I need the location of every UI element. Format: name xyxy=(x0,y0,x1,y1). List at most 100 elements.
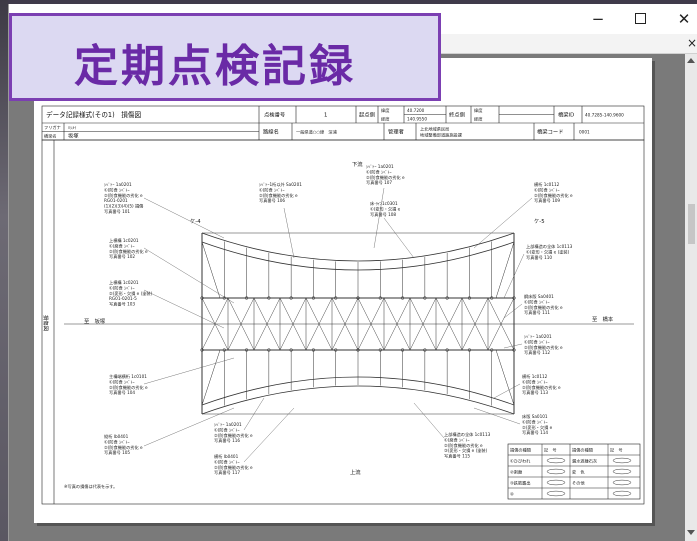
code: 0001 xyxy=(579,130,590,135)
legend-header: 損傷の種類 xyxy=(510,447,532,454)
note-center-line: 写真番号 108 xyxy=(370,211,396,218)
note-left-line: ②)変形・欠損 e (塗装) xyxy=(109,290,153,297)
close-button[interactable]: ✕ xyxy=(677,10,691,28)
furigana-label: フリガナ xyxy=(44,124,61,131)
note-center-line: 床-ﾗｲﾝ1c0301 xyxy=(370,200,398,207)
desktop-background xyxy=(0,0,697,4)
member-g5: ケ-5 xyxy=(534,218,545,225)
note-right-line: 写真番号 109 xyxy=(534,197,560,204)
note-right-line: 写真番号 110 xyxy=(526,254,552,261)
start-lon-label: 経度 xyxy=(381,116,390,123)
note-right-line: ①)防食 ｼﾍﾞﾄｰ xyxy=(522,418,548,425)
note-right-line: 写真番号 114 xyxy=(522,429,548,436)
side-label: 損傷図 xyxy=(42,315,50,331)
note-bottom-line: ②)防食機能の劣化 e xyxy=(214,432,253,439)
damage-legend: 損傷の種類記 号損傷の種類記 号①ひびわれ漏水遊離石灰②剥離変 色③鉄筋露出その… xyxy=(507,443,641,500)
bridge-no-value: 1 xyxy=(324,113,327,119)
note-right-line: ｼﾍﾞﾄｰ 1a0201 xyxy=(524,334,552,339)
note-bottom-line: ①)防食 ｼﾍﾞﾄｰ xyxy=(214,458,240,465)
note-right-line: ②)防食機能の劣化 e xyxy=(524,304,563,311)
note-left-line: 上横構 1c0201 xyxy=(109,237,139,244)
note-center-line: ①)防食 ｼﾍﾞﾄｰ xyxy=(259,186,285,193)
legend-cell: ③鉄筋露出 xyxy=(510,480,531,487)
note-left-line: 主構端横桁 1c0101 xyxy=(109,373,147,380)
bridge-id-label: 橋梁ID xyxy=(558,111,574,119)
note-right-line: 写真番号 111 xyxy=(524,309,550,316)
legend-cell: 変 色 xyxy=(572,469,585,476)
note-right-line: 写真番号 112 xyxy=(524,349,550,356)
note-left-line: 縦桁 Ib0401 xyxy=(104,433,129,440)
note-right-line: 横桁 1c0112 xyxy=(522,373,548,380)
vertical-scrollbar[interactable] xyxy=(685,54,697,541)
note-left-line: 写真番号 101 xyxy=(104,208,130,215)
note-bottom-line: ①)防食 ｼﾍﾞﾄｰ xyxy=(214,426,240,433)
note-left-line: ①)腐食 ｼﾍﾞﾄｰ xyxy=(109,242,135,249)
note-right-line: ②)防食機能の劣化 e xyxy=(522,384,561,391)
note-left-line: ①)防食 ｼﾍﾞﾄｰ xyxy=(109,378,135,385)
note-right-line: 横桁 1c0112 xyxy=(534,181,560,188)
legend-symbol xyxy=(546,490,566,497)
note-bottom-line: ｼﾍﾞﾄｰ 1a0201 xyxy=(214,422,242,427)
note-right-line: ①)防食 ｼﾍﾞﾄｰ xyxy=(524,298,550,305)
maximize-button[interactable] xyxy=(625,8,655,30)
legend-symbol xyxy=(546,479,566,486)
minimize-button[interactable]: − xyxy=(591,10,605,28)
manager-line2: 地域整備部道路施設課 xyxy=(420,132,463,139)
note-left-line: ②)防食機能の劣化 e xyxy=(109,248,148,255)
note-left-line: 写真番号 105 xyxy=(104,449,130,456)
note-bottom-line: ③)変形・欠損 e (塗装) xyxy=(444,447,488,454)
note-right-line: 床版 Sa0101 xyxy=(522,413,548,420)
note-right-line: ①)変形・欠損 e (塗装) xyxy=(526,248,570,255)
direction-right: 至 橋本 xyxy=(592,315,614,323)
note-left-line: ②)防食機能の劣化 e xyxy=(109,384,148,391)
note-bottom-line: 写真番号 117 xyxy=(214,469,240,476)
note-bottom-line: 写真番号 115 xyxy=(444,453,470,460)
furigana: ﾊｼﾒｲ xyxy=(68,125,76,130)
note-right-line: ②)変形・欠損 e xyxy=(522,424,553,431)
start-lon: 140.9550 xyxy=(407,117,427,122)
note-center-line: ①)防食 ｼﾍﾞﾄｰ xyxy=(366,168,392,175)
note-center-line: ②)防食機能の劣化 e xyxy=(259,192,298,199)
note-bottom-line: 写真番号 116 xyxy=(214,437,240,444)
legend-symbol xyxy=(612,479,632,486)
note-left-line: 写真番号 103 xyxy=(109,301,135,308)
legend-symbol xyxy=(612,457,632,464)
note-right-line: ①)防食 ｼﾍﾞﾄｰ xyxy=(522,378,548,385)
note-right-line: 鋼床版 Sa0401 xyxy=(524,293,554,300)
footnote: ※写真の損傷は代表を示す。 xyxy=(64,483,117,490)
note-center-line: ②)防食機能の劣化 e xyxy=(366,174,405,181)
note-right-line: ②)防食機能の劣化 e xyxy=(534,192,573,199)
note-left-line: ①)防食 ｼﾍﾞﾄｰ xyxy=(109,284,135,291)
scroll-thumb[interactable] xyxy=(688,204,695,244)
route-label: 路線名 xyxy=(263,128,279,136)
scroll-up-icon[interactable] xyxy=(687,58,695,63)
scroll-down-icon[interactable] xyxy=(687,530,695,535)
note-left-line: 写真番号 102 xyxy=(109,253,135,260)
direction-left: 至 坂塚 xyxy=(84,317,106,325)
start-lat-label: 緯度 xyxy=(381,107,390,114)
start-pos-label: 起点側 xyxy=(359,111,375,119)
viewer-window: − ✕ × xyxy=(8,4,697,541)
pane-close-button[interactable]: × xyxy=(687,36,697,50)
leader-lines xyxy=(143,187,533,463)
manager: 上北地域県民局 xyxy=(420,126,449,133)
legend-cell: ②剥離 xyxy=(510,469,523,476)
note-right-line: 上部構造の全体 1c0113 xyxy=(526,243,573,250)
note-left-line: RG01-0201 xyxy=(104,198,128,203)
member-g4: ケ-4 xyxy=(190,218,201,225)
title-card-text: 定期点検記録 xyxy=(74,41,356,92)
bridge-no-label: 点検番号 xyxy=(264,111,285,119)
bridge-name: 坂塚 xyxy=(68,132,79,140)
